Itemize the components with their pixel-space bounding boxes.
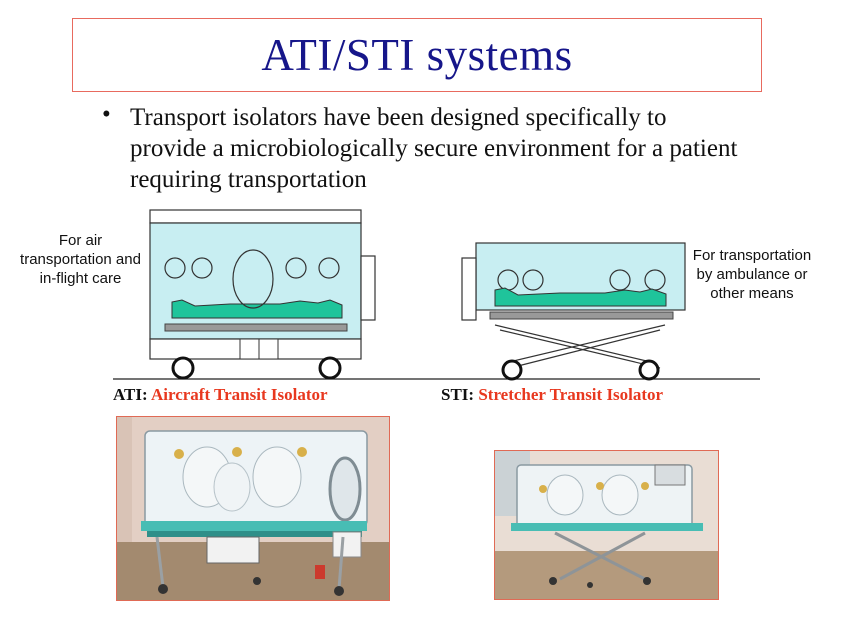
sti-scissor-leg: [504, 324, 666, 364]
sti-wheel: [501, 359, 523, 381]
ati-glove-port: [285, 257, 307, 279]
ati-glove-port: [164, 257, 186, 279]
bullet-text: Transport isolators have been designed s…: [130, 104, 738, 193]
slide-title: ATI/STI systems: [261, 30, 573, 80]
sti-photo: [494, 450, 719, 600]
sti-scissor-leg: [494, 324, 656, 364]
ati-capsule: [149, 222, 362, 340]
ati-wheel: [171, 356, 195, 380]
ati-side-label: For air transportation and in-flight car…: [20, 232, 141, 287]
ati-photo-image: [117, 417, 389, 600]
bullet-marker: •: [102, 101, 111, 128]
ati-access-port: [232, 249, 274, 309]
ati-caption: ATI: Aircraft Transit Isolator: [113, 385, 328, 405]
ati-glove-port: [191, 257, 213, 279]
sti-glove-port: [522, 269, 544, 291]
ati-code: ATI:: [113, 385, 148, 404]
sti-scissor-leg: [509, 329, 661, 369]
sti-full-name: Stretcher Transit Isolator: [478, 385, 664, 404]
ati-roof: [149, 209, 362, 224]
ati-wheel: [318, 356, 342, 380]
sti-diagram: [461, 242, 686, 381]
slide-title-box: ATI/STI systems: [72, 18, 762, 92]
ati-diagram: [149, 209, 376, 380]
ati-side-port: [360, 255, 376, 321]
sti-side-port: [461, 257, 477, 321]
ati-stretcher: [164, 323, 348, 332]
sti-photo-image: [495, 451, 718, 599]
sti-side-label: For transportation by ambulance or other…: [692, 247, 812, 302]
ati-patient: [171, 299, 343, 319]
sti-stretcher: [489, 311, 674, 320]
sti-scissor-leg: [499, 329, 661, 369]
sti-code: STI:: [441, 385, 475, 404]
sti-wheel: [638, 359, 660, 381]
sti-glove-port: [609, 269, 631, 291]
sti-caption: STI: Stretcher Transit Isolator: [441, 385, 663, 405]
sti-patient: [494, 287, 667, 307]
ati-glove-port: [318, 257, 340, 279]
ati-photo: [116, 416, 390, 601]
ati-full-name: Aircraft Transit Isolator: [150, 385, 328, 404]
